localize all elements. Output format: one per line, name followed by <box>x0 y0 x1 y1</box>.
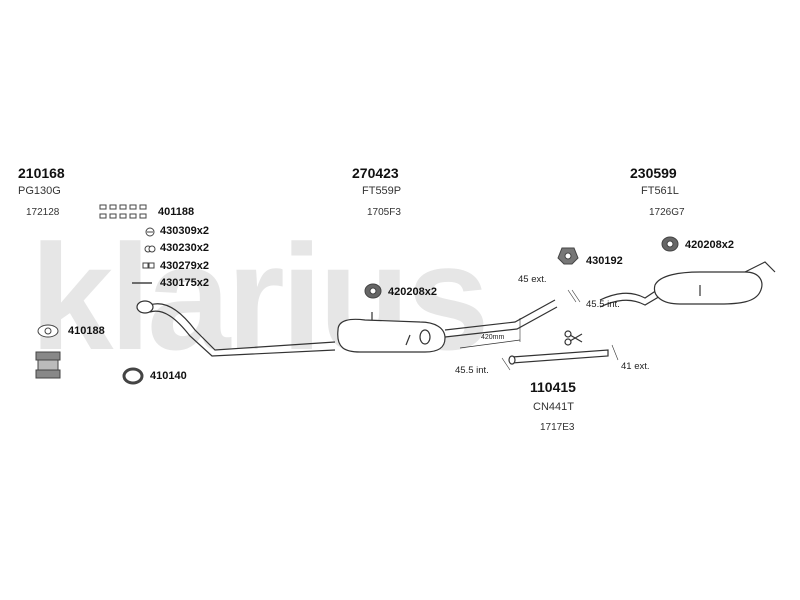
rear-silencer <box>653 271 763 305</box>
dim-45-5-int-lower: 45.5 int. <box>455 365 489 376</box>
dim-leader <box>571 289 581 303</box>
spring-icon <box>144 245 156 253</box>
rear-pipe-inner <box>599 294 663 308</box>
dim-leader <box>611 344 619 361</box>
middle-silencer <box>337 318 446 353</box>
rear-part-ref: 1726G7 <box>649 207 685 218</box>
pipe-part-ref: 1717E3 <box>540 422 575 433</box>
middle-part-code: FT559P <box>362 185 402 197</box>
fitting-rubber-mount-rear-label: 420208x2 <box>685 239 734 251</box>
fitting-clamp-rear-label: 430192 <box>586 255 623 267</box>
dim-45-5-int-upper: 45.5 int. <box>586 299 620 310</box>
middle-part-number: 270423 <box>352 165 399 181</box>
intermediate-pipe-end <box>508 355 516 365</box>
front-part-code: PG130G <box>18 185 61 197</box>
mount-block-icon <box>35 351 61 379</box>
gasket-icon <box>37 324 59 338</box>
dim-420-line <box>459 339 521 349</box>
mid-pipe <box>444 299 556 331</box>
nut-icon <box>142 262 155 269</box>
ring-icon <box>122 367 144 385</box>
hanger <box>405 334 411 346</box>
pipe-part-code: CN441T <box>533 401 574 413</box>
fitting-stud-label: 430175x2 <box>160 277 209 289</box>
bolt-icon <box>145 227 155 237</box>
rear-part-code: FT561L <box>641 185 679 197</box>
middle-silencer-end <box>419 329 431 345</box>
middle-part-ref: 1705F3 <box>367 207 401 218</box>
rear-pipe <box>599 287 661 301</box>
rear-part-number: 230599 <box>630 165 677 181</box>
scissors-icon <box>564 330 572 338</box>
dim-45-ext: 45 ext. <box>518 274 547 285</box>
clamp-set-icon <box>99 204 147 219</box>
rubber-mount-icon <box>364 283 382 299</box>
scissors-icon <box>569 333 583 343</box>
fitting-gasket-label: 410188 <box>68 325 105 337</box>
rear-tailpipe <box>744 261 776 273</box>
pipe-part-number: 110415 <box>530 379 576 395</box>
front-part-ref: 172128 <box>26 207 60 218</box>
fitting-mount-block-label: 410140 <box>150 370 187 382</box>
dim-420mm: 420mm <box>481 334 505 341</box>
mid-pipe-inner <box>444 306 558 338</box>
fitting-spring-label: 430230x2 <box>160 242 209 254</box>
rubber-mount-rear-icon <box>661 236 679 252</box>
dim-41-ext: 41 ext. <box>621 361 650 372</box>
front-flange <box>136 300 154 314</box>
clamp-icon <box>557 247 579 265</box>
fitting-rubber-mount-front-label: 420208x2 <box>388 286 437 298</box>
fitting-bolt-label: 430309x2 <box>160 225 209 237</box>
front-pipe-inner <box>149 310 336 357</box>
intermediate-pipe <box>511 349 609 364</box>
fitting-clamp-set-label: 401188 <box>158 206 195 218</box>
scissors-icon <box>564 338 572 346</box>
front-part-number: 210168 <box>18 165 65 181</box>
front-pipe <box>149 303 336 351</box>
dim-leader <box>501 357 511 371</box>
dim-leader <box>567 289 577 303</box>
fitting-nut-label: 430279x2 <box>160 260 209 272</box>
